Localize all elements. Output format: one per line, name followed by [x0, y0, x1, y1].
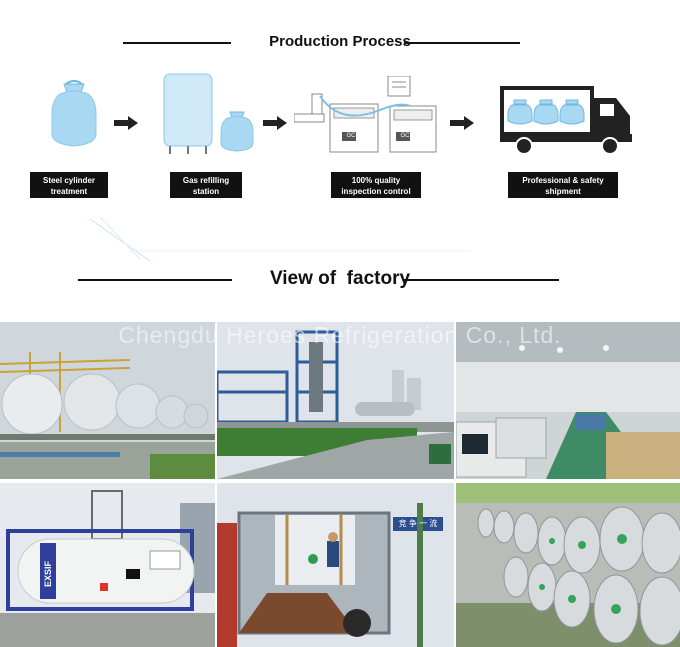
heading-rule-right — [404, 42, 520, 44]
step-label-line1: 100% quality — [351, 176, 401, 185]
heading-rule-right — [403, 279, 559, 281]
refrigerant-cylinder-icon — [51, 80, 97, 147]
photo-container-loading-image — [217, 483, 454, 647]
photo-spherical-storage-tanks-image — [0, 322, 215, 479]
step-label-line2: inspection control — [341, 187, 411, 196]
view-of-factory-heading: View of factory — [0, 268, 680, 290]
company-watermark: Chengdu Heroes Refrigeration Co., Ltd. — [118, 322, 562, 348]
view-of-factory-title: View of factory — [269, 268, 411, 289]
arrow-right-icon — [450, 116, 474, 130]
photo-iso-tank-container-image — [0, 483, 215, 647]
loading-sign-text: 竞 争 一 流 — [398, 519, 438, 528]
photo-production-workshop — [456, 322, 680, 479]
gas-chromatograph-icon — [294, 76, 437, 153]
photo-production-workshop-image — [456, 322, 680, 479]
storage-tank-icon — [163, 73, 254, 154]
arrow-right-icon — [263, 116, 287, 130]
step-label-shipment: Professional & safety shipment — [508, 172, 618, 198]
photo-container-loading: 竞 争 一 流 — [217, 483, 454, 647]
gc-tag: GC — [346, 133, 356, 139]
delivery-truck-icon — [500, 86, 632, 155]
heading-rule-left — [123, 42, 231, 44]
step-label-line2: shipment — [545, 187, 581, 196]
photo-cylinder-stack-image — [456, 483, 680, 647]
step-label-line1: Professional & safety — [522, 176, 604, 185]
step-label-refilling: Gas refilling station — [170, 172, 242, 198]
step-label-line1: Steel cylinder — [42, 176, 96, 185]
step-label-cylinder: Steel cylinder treatment — [30, 172, 108, 198]
photo-chemical-plant-tower — [217, 322, 454, 479]
photo-spherical-storage-tanks — [0, 322, 215, 479]
heading-rule-left — [78, 279, 232, 281]
photo-iso-tank-container: EXSIF — [0, 483, 215, 647]
decorative-lines — [90, 216, 470, 262]
step-label-line2: treatment — [50, 187, 88, 196]
photo-chemical-plant-tower-image — [217, 322, 454, 479]
photo-cylinder-stack — [456, 483, 680, 647]
production-process-title: Production Process — [269, 33, 411, 50]
step-label-line2: station — [192, 187, 220, 196]
tank-brand-text: EXSIF — [43, 561, 53, 588]
arrow-right-icon — [114, 116, 138, 130]
step-label-inspection: 100% quality inspection control — [331, 172, 421, 198]
gc-tag: GC — [400, 133, 410, 139]
step-label-line1: Gas refilling — [182, 176, 230, 185]
production-process-heading: Production Process — [0, 33, 680, 51]
